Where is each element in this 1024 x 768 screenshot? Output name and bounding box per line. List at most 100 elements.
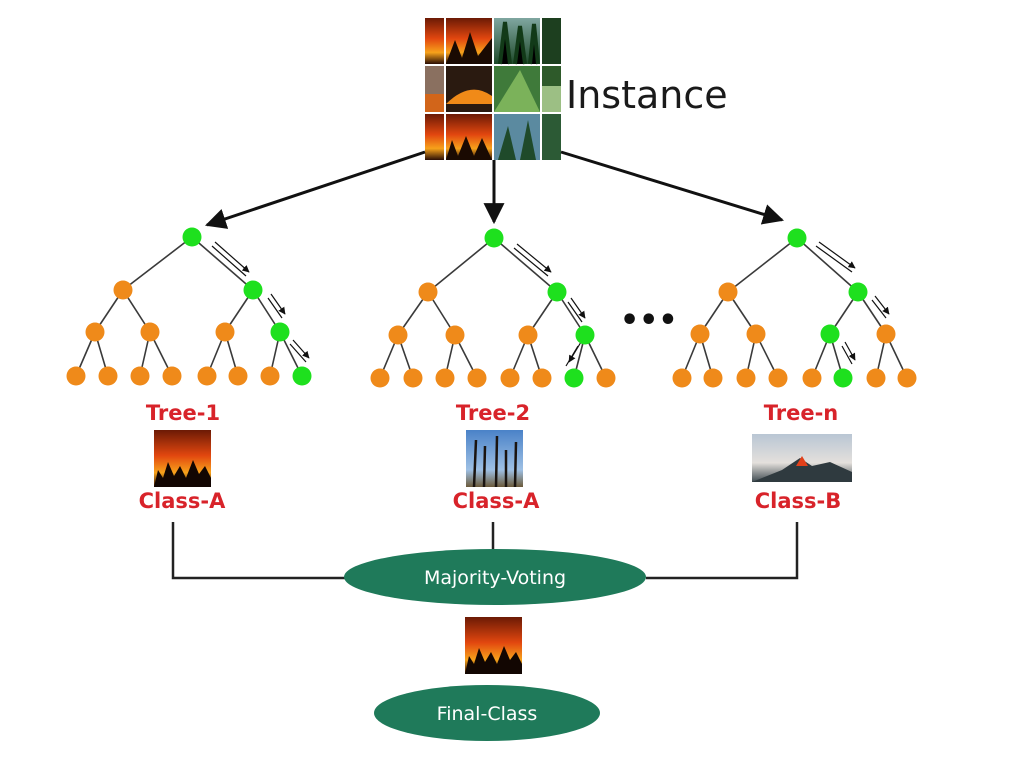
tree-1-path-arrow bbox=[214, 241, 250, 273]
tree-1-node bbox=[140, 322, 160, 342]
tree-n-path-node bbox=[820, 324, 840, 344]
tree-1-edge bbox=[122, 236, 193, 291]
tree-n-path-arrow bbox=[818, 241, 856, 269]
tree-2-path-arrow bbox=[568, 341, 582, 363]
instance-photo-12 bbox=[542, 114, 561, 160]
tree-2-path-node bbox=[564, 368, 584, 388]
arrow-to-tree-1 bbox=[205, 150, 426, 229]
connector-tree-1 bbox=[171, 522, 345, 580]
tree-n bbox=[672, 228, 917, 388]
tree-1-path-arrow bbox=[289, 343, 307, 363]
tree-n-path-node bbox=[787, 228, 807, 248]
tree-n-node bbox=[718, 282, 738, 302]
tree-1-node bbox=[215, 322, 235, 342]
tree-1-path-arrow bbox=[267, 297, 283, 319]
tree-1-node bbox=[98, 366, 118, 386]
tree-2-node bbox=[388, 325, 408, 345]
tree-n-node bbox=[876, 324, 896, 344]
majority-voting-label: Majority-Voting bbox=[424, 567, 566, 589]
instance-to-tree-arrows bbox=[205, 150, 785, 229]
instance-photo-4 bbox=[542, 18, 561, 64]
tree-n-path-arrow bbox=[815, 245, 853, 273]
majority-voting-oval: Majority-Voting bbox=[344, 549, 646, 605]
tree-n-class-image bbox=[752, 434, 852, 482]
ellipsis: ••• bbox=[620, 303, 678, 338]
tree-1-title: Tree-1 bbox=[146, 401, 220, 425]
tree-n-node bbox=[746, 324, 766, 344]
tree-2-node bbox=[467, 368, 487, 388]
tree-2-path-arrow bbox=[570, 297, 586, 319]
tree-n-node bbox=[768, 368, 788, 388]
tree-1-path-arrow bbox=[270, 293, 286, 315]
tree-2-path-node bbox=[575, 325, 595, 345]
instance-label: Instance bbox=[566, 73, 728, 117]
tree-2 bbox=[370, 228, 616, 388]
tree-n-edge bbox=[727, 237, 798, 293]
instance-photo-11 bbox=[494, 114, 540, 160]
final-class-image bbox=[465, 617, 522, 674]
tree-n-path-arrow bbox=[874, 295, 890, 315]
final-class-oval: Final-Class bbox=[374, 685, 600, 741]
instance-photo-6 bbox=[446, 66, 492, 112]
tree-1-node bbox=[130, 366, 150, 386]
tree-2-node bbox=[500, 368, 520, 388]
tree-1-path-arrow bbox=[211, 245, 247, 277]
tree-2-edge bbox=[427, 237, 495, 293]
tree-n-node bbox=[866, 368, 886, 388]
tree-1 bbox=[66, 227, 312, 386]
tree-n-node bbox=[736, 368, 756, 388]
tree-n-class-label: Class-B bbox=[755, 489, 842, 513]
tree-n-node bbox=[897, 368, 917, 388]
tree-n-node bbox=[690, 324, 710, 344]
tree-1-node bbox=[260, 366, 280, 386]
instance-photo-1 bbox=[425, 18, 444, 64]
tree-1-class-label: Class-A bbox=[139, 489, 226, 513]
tree-1-path-node bbox=[243, 280, 263, 300]
instance-photo-10 bbox=[446, 114, 492, 160]
tree-2-path-arrow bbox=[567, 301, 583, 323]
tree-n-path-arrow bbox=[844, 341, 856, 361]
tree-n-path-arrow bbox=[871, 299, 887, 319]
tree-2-node bbox=[418, 282, 438, 302]
tree-1-node bbox=[66, 366, 86, 386]
tree-2-node bbox=[445, 325, 465, 345]
tree-n-edge bbox=[796, 237, 859, 293]
tree-2-path-node bbox=[484, 228, 504, 248]
tree-1-node bbox=[197, 366, 217, 386]
tree-1-edge bbox=[191, 236, 254, 291]
tree-2-node bbox=[403, 368, 423, 388]
tree-2-node bbox=[435, 368, 455, 388]
instance-image-grid bbox=[425, 18, 561, 160]
instance-photo-7 bbox=[494, 66, 540, 112]
tree-2-path-node bbox=[547, 282, 567, 302]
instance-photo-5 bbox=[425, 66, 444, 112]
tree-2-node bbox=[518, 325, 538, 345]
instance-photo-2 bbox=[446, 18, 492, 64]
tree-n-node bbox=[672, 368, 692, 388]
tree-n-node bbox=[703, 368, 723, 388]
trees-layer bbox=[66, 227, 917, 388]
tree-1-node bbox=[228, 366, 248, 386]
tree-2-class-image bbox=[466, 430, 523, 488]
instance-photo-8 bbox=[542, 66, 561, 112]
tree-1-node bbox=[113, 280, 133, 300]
tree-1-path-node bbox=[270, 322, 290, 342]
instance-photo-9 bbox=[425, 114, 444, 160]
tree-2-node bbox=[370, 368, 390, 388]
tree-n-title: Tree-n bbox=[764, 401, 839, 425]
tree-n-path-arrow bbox=[841, 345, 853, 365]
tree-2-class-label: Class-A bbox=[453, 489, 540, 513]
tree-1-node bbox=[162, 366, 182, 386]
tree-2-path-arrow bbox=[516, 243, 552, 273]
tree-2-edge bbox=[493, 237, 558, 293]
tree-1-node bbox=[85, 322, 105, 342]
tree-n-path-node bbox=[848, 282, 868, 302]
tree-1-path-arrow bbox=[292, 339, 310, 359]
final-class-label: Final-Class bbox=[437, 703, 538, 725]
arrow-to-tree-n bbox=[560, 150, 785, 225]
instance-photo-3 bbox=[494, 18, 540, 65]
voting-connectors bbox=[171, 522, 799, 580]
tree-n-path-node bbox=[833, 368, 853, 388]
